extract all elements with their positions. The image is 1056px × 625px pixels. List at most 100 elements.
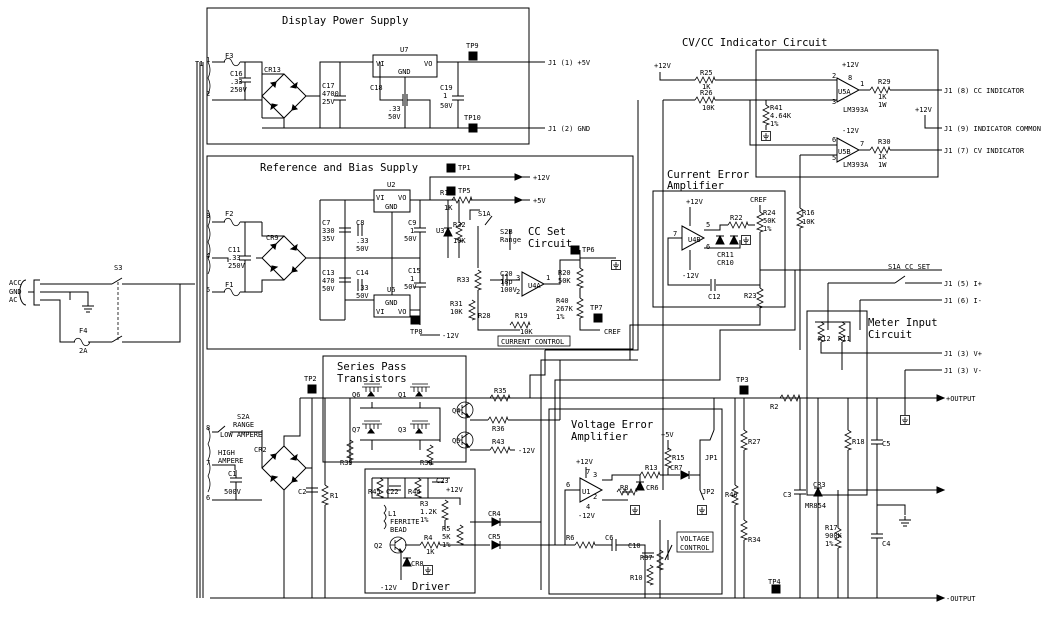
svg-text:R46: R46 (725, 491, 738, 499)
svg-text:CR5: CR5 (488, 533, 501, 541)
svg-text:1: 1 (546, 274, 550, 282)
svg-text:R17: R17 (825, 524, 838, 532)
svg-text:R43: R43 (492, 438, 505, 446)
svg-text:18p: 18p (500, 278, 513, 286)
svg-text:25V: 25V (322, 98, 335, 106)
svg-text:1%: 1% (770, 120, 779, 128)
svg-text:U6: U6 (387, 286, 395, 294)
svg-text:1W: 1W (878, 161, 887, 169)
connector-j1-6: J1 (6) I- (944, 297, 982, 305)
svg-text:2A: 2A (79, 347, 88, 355)
svg-text:TP2: TP2 (304, 375, 317, 383)
svg-text:Q5: Q5 (452, 437, 460, 445)
svg-text:330: 330 (322, 227, 335, 235)
driver-circuit: R45 C22 R44 C23 +12V R3 1.2K 1% R5 5K 1%… (368, 477, 555, 592)
svg-text:.33: .33 (388, 105, 401, 113)
svg-text:U3: U3 (436, 227, 444, 235)
svg-text:C2: C2 (298, 488, 306, 496)
svg-text:TP5: TP5 (458, 187, 471, 195)
title-current-error-amp-2: Amplifier (667, 180, 724, 192)
svg-text:R20: R20 (558, 269, 571, 277)
label-voltage-control-1: VOLTAGE (680, 535, 710, 543)
svg-text:5: 5 (706, 221, 710, 229)
svg-text:+12V: +12V (446, 486, 464, 494)
svg-text:R32: R32 (453, 221, 466, 229)
svg-text:R26: R26 (700, 89, 713, 97)
svg-text:CREF: CREF (604, 328, 621, 336)
svg-text:R33: R33 (457, 276, 470, 284)
svg-text:C9: C9 (408, 219, 416, 227)
svg-text:4: 4 (586, 503, 590, 511)
title-voltage-error-2: Amplifier (571, 431, 628, 443)
svg-text:HIGH: HIGH (218, 449, 235, 457)
svg-text:7: 7 (860, 140, 864, 148)
svg-text:R18: R18 (852, 438, 865, 446)
svg-text:R1: R1 (330, 492, 338, 500)
svg-text:BEAD: BEAD (390, 526, 407, 534)
svg-text:+12V: +12V (915, 106, 933, 114)
svg-text:Q1: Q1 (398, 391, 406, 399)
svg-text:C18: C18 (370, 84, 383, 92)
svg-text:C22: C22 (386, 488, 399, 496)
connector-j1-7: J1 (7) CV INDICATOR (944, 147, 1025, 155)
svg-text:U1: U1 (582, 488, 590, 496)
svg-text:C4: C4 (882, 540, 890, 548)
svg-text:C17: C17 (322, 82, 335, 90)
title-series-pass-1: Series Pass (337, 361, 407, 373)
svg-text:F2: F2 (225, 210, 233, 218)
label-s1a-cc-set: S1A CC SET (888, 263, 931, 271)
output-rails: +OUTPUT -OUTPUT TP2 TP3 TP4 R27 R34 R46 … (210, 375, 976, 603)
svg-text:JP2: JP2 (702, 488, 715, 496)
display-power-supply-box (206, 7, 530, 145)
svg-text:R14: R14 (440, 189, 453, 197)
svg-text:TP9: TP9 (466, 42, 479, 50)
svg-text:250V: 250V (230, 86, 248, 94)
svg-text:35V: 35V (322, 235, 335, 243)
svg-text:4.64K: 4.64K (770, 112, 792, 120)
svg-text:FERRITE: FERRITE (390, 518, 420, 526)
svg-text:2: 2 (206, 90, 210, 98)
label-plus-output: +OUTPUT (946, 395, 976, 403)
svg-text:C13: C13 (322, 269, 335, 277)
driver-box (364, 468, 476, 594)
svg-text:CR4: CR4 (488, 510, 501, 518)
svg-text:2: 2 (593, 493, 597, 501)
svg-text:U4A: U4A (528, 282, 541, 290)
svg-text:GND: GND (9, 288, 22, 296)
svg-text:+5V: +5V (661, 431, 674, 439)
switch-s3: S3 (111, 264, 195, 343)
connector-j1-1: J1 (1) +5V (548, 59, 591, 67)
svg-text:1K: 1K (426, 548, 435, 556)
current-error-amplifier-box (652, 190, 786, 308)
svg-text:C7: C7 (322, 219, 330, 227)
svg-text:R44: R44 (408, 488, 421, 496)
svg-text:.33: .33 (228, 254, 241, 262)
svg-text:C11: C11 (228, 246, 241, 254)
svg-text:AMPERE: AMPERE (218, 457, 243, 465)
svg-text:.33: .33 (356, 284, 369, 292)
connector-j1-3-plus: J1 (3) V+ (944, 350, 982, 358)
svg-text:S2B: S2B (500, 228, 513, 236)
svg-text:F3: F3 (225, 52, 233, 60)
svg-text:1%: 1% (556, 313, 565, 321)
svg-text:+5V: +5V (533, 197, 546, 205)
svg-text:.33: .33 (356, 237, 369, 245)
svg-text:.33: .33 (230, 78, 243, 86)
series-pass-transistors: Q6 Q1 Q7 Q3 R39 R38 Q4 Q5 R35 R36 R43 -1… (340, 350, 638, 467)
svg-text:VO: VO (424, 60, 432, 68)
svg-text:R24: R24 (763, 209, 776, 217)
svg-text:3: 3 (832, 98, 836, 106)
svg-text:U4B: U4B (688, 236, 701, 244)
svg-text:U5B: U5B (838, 148, 851, 156)
svg-text:1K: 1K (878, 93, 887, 101)
svg-text:-12V: -12V (518, 447, 536, 455)
svg-text:Q7: Q7 (352, 426, 360, 434)
svg-text:3: 3 (593, 471, 597, 479)
svg-text:10K: 10K (520, 328, 533, 336)
svg-text:VO: VO (398, 308, 406, 316)
svg-text:1: 1 (410, 275, 414, 283)
title-current-error-amp-1: Current Error (667, 169, 749, 181)
svg-text:R37: R37 (640, 554, 653, 562)
svg-text:6: 6 (706, 243, 710, 251)
svg-text:R45: R45 (368, 488, 381, 496)
